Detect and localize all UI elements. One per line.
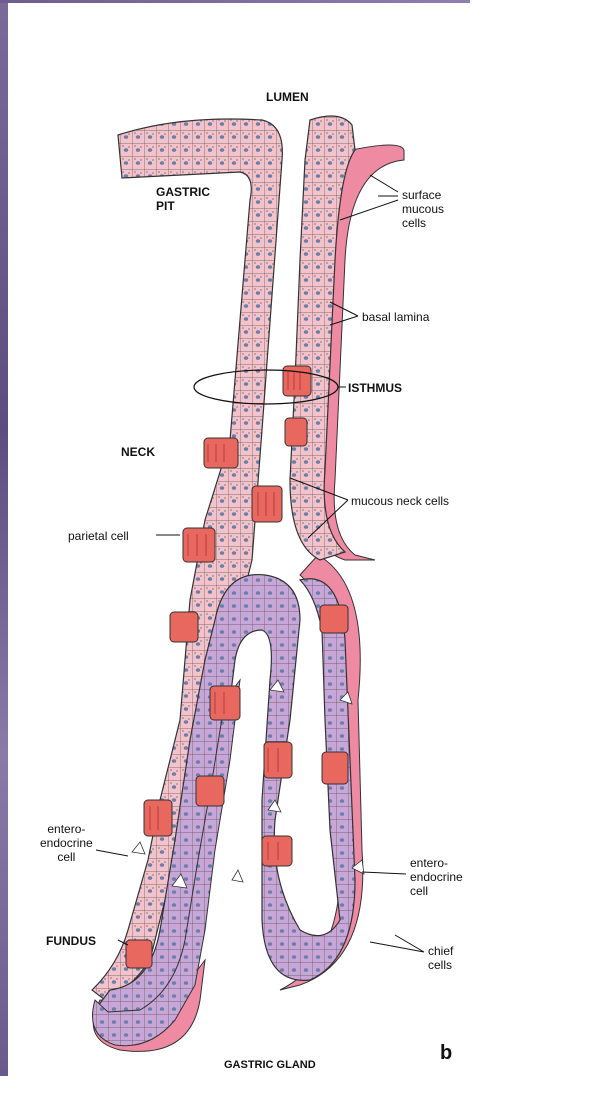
label-parietal-cell: parietal cell xyxy=(68,529,129,543)
label-enteroendocrine-cell-left: entero- endocrine cell xyxy=(40,822,93,864)
label-lumen: LUMEN xyxy=(266,90,309,104)
enteroendocrine-cell xyxy=(351,859,365,875)
parietal-cell xyxy=(125,939,153,969)
parietal-cell xyxy=(319,604,349,634)
label-fundus: FUNDUS xyxy=(46,934,96,948)
parietal-cell xyxy=(203,437,239,469)
label-isthmus: ISTHMUS xyxy=(348,381,402,395)
label-neck: NECK xyxy=(121,445,156,459)
enteroendocrine-cells xyxy=(131,679,365,889)
enteroendocrine-cell xyxy=(269,679,285,693)
parietal-cell xyxy=(284,417,308,447)
label-surface-mucous-cells: surface mucous cells xyxy=(402,188,445,230)
parietal-cell xyxy=(169,611,199,643)
slide-edge-strip xyxy=(0,0,8,1076)
parietal-cell xyxy=(251,485,283,523)
epithelium-right-wall xyxy=(289,115,356,561)
parietal-cell xyxy=(182,527,216,563)
parietal-cells xyxy=(125,365,349,969)
label-enteroendocrine-cell-right: entero- endocrine cell xyxy=(410,856,463,898)
enteroendocrine-cell xyxy=(339,691,353,705)
parietal-cell xyxy=(209,685,241,721)
parietal-cell xyxy=(282,365,312,397)
label-chief-cells: chief cells xyxy=(428,944,454,972)
label-gastric-gland: GASTRIC GLAND xyxy=(224,1059,316,1071)
enteroendocrine-cell xyxy=(171,873,188,889)
slide-top-strip xyxy=(0,0,470,3)
parietal-cell xyxy=(261,835,293,867)
label-gastric-pit: GASTRIC PIT xyxy=(156,185,210,213)
parietal-cell xyxy=(321,751,349,785)
panel-letter: b xyxy=(440,1042,453,1064)
label-mucous-neck-cells: mucous neck cells xyxy=(351,494,450,508)
parietal-cell xyxy=(195,775,225,807)
label-basal-lamina: basal lamina xyxy=(362,310,430,324)
enteroendocrine-cell xyxy=(267,799,282,813)
pointer-lines xyxy=(95,174,425,953)
enteroendocrine-cell xyxy=(131,841,146,855)
enteroendocrine-cell xyxy=(231,869,244,883)
